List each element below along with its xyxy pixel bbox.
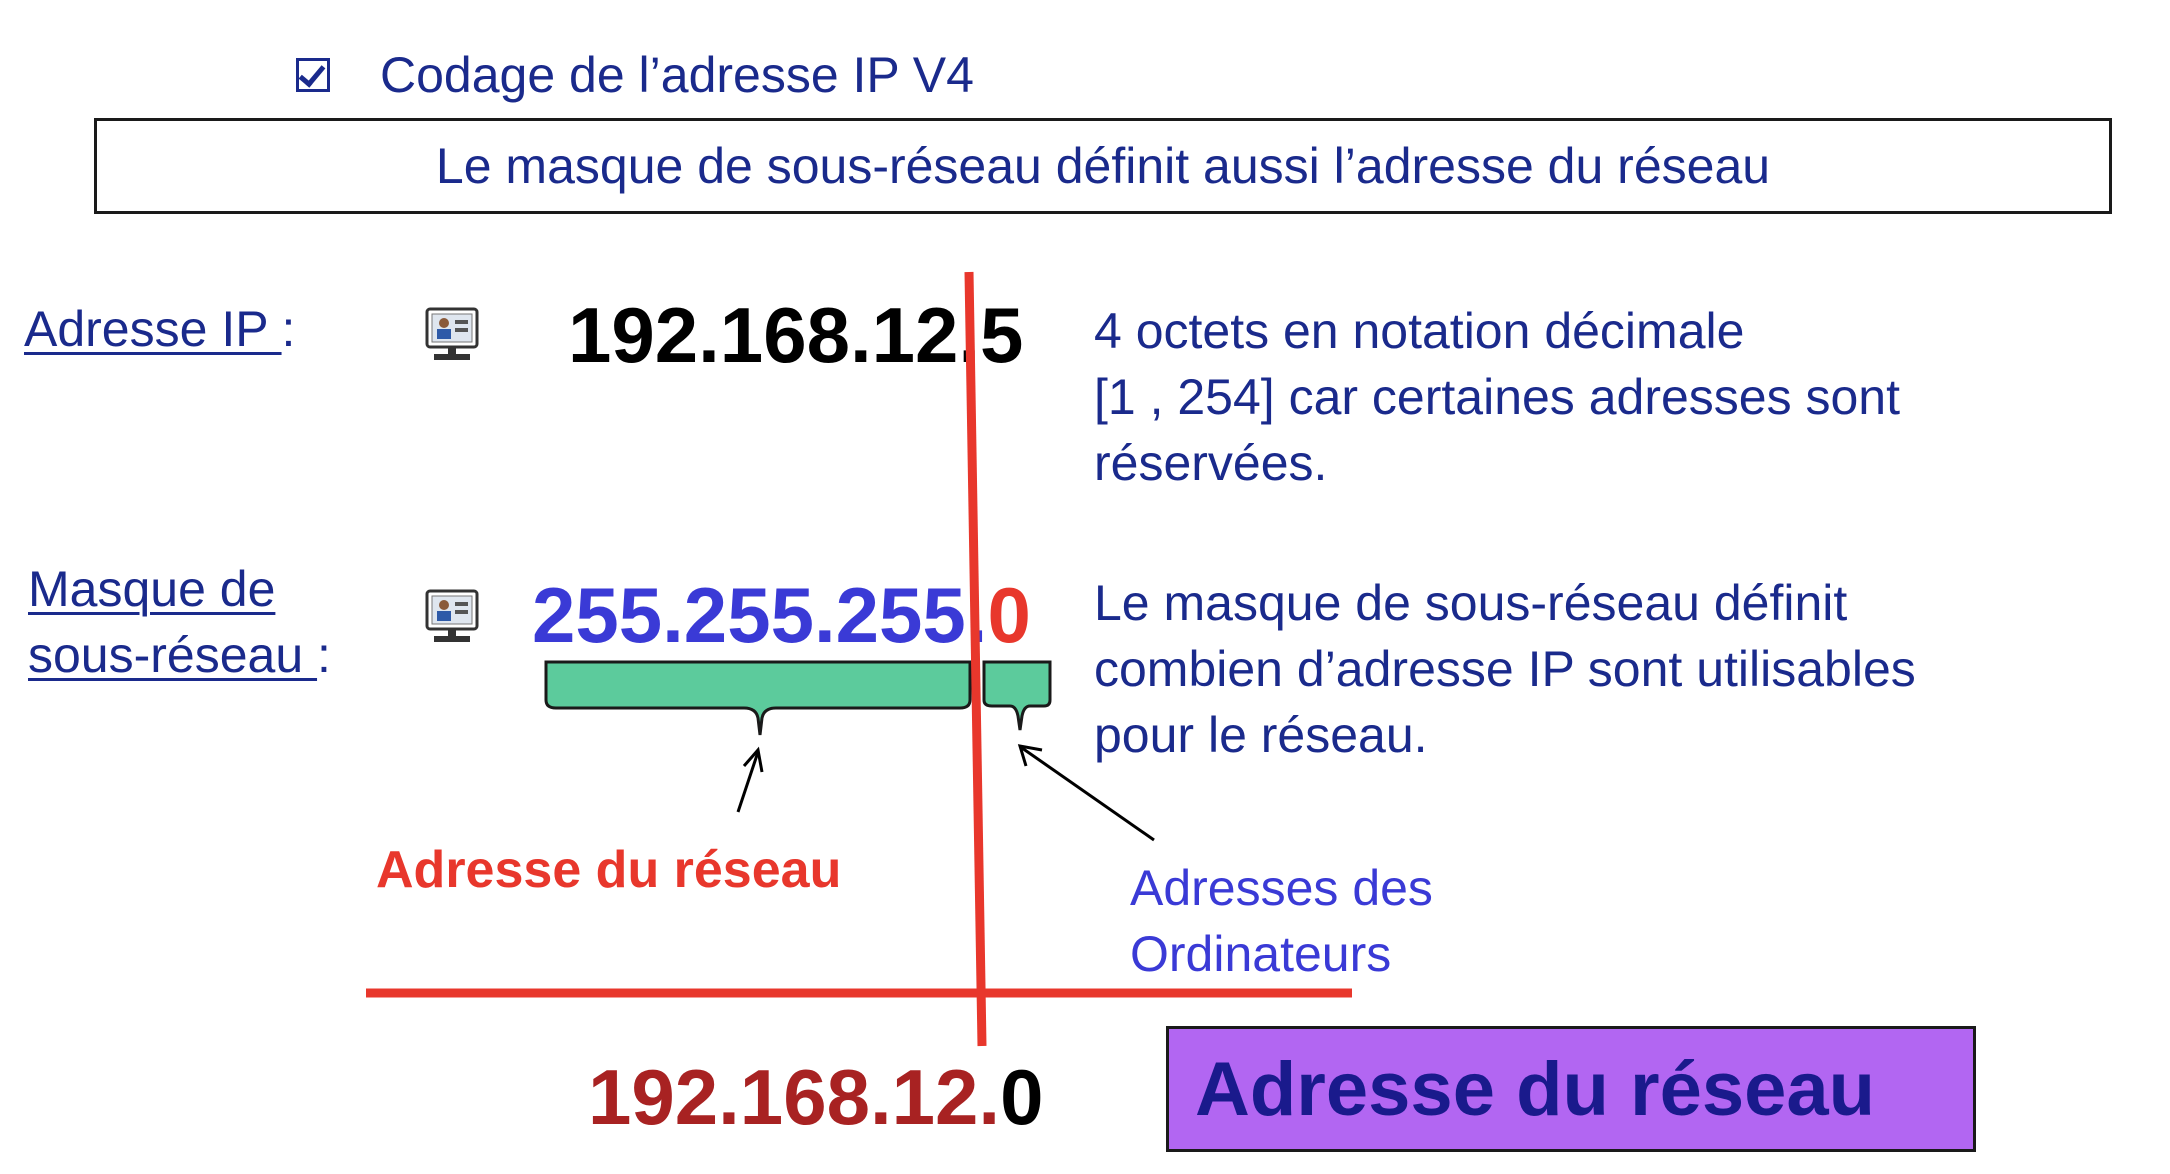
host-brace [982, 660, 1052, 731]
section-title: Codage de l’adresse IP V4 [380, 47, 974, 103]
mask-description: Le masque de sous-réseau définit combien… [1094, 575, 1916, 763]
computer-icon [425, 589, 479, 642]
red-vertical-divider [964, 271, 987, 1047]
ip-address-label-text: Adresse IP [24, 301, 282, 357]
banner: Le masque de sous-réseau définit aussi l… [94, 118, 2112, 214]
network-host-zero: 0 [1000, 1053, 1044, 1141]
hosts-arrow [1021, 746, 1155, 842]
ip-address-value: 192.168.12.5 [568, 291, 1024, 379]
computer-icon [425, 307, 479, 360]
network-address-value: 192.168.12.0 [588, 1052, 1043, 1143]
network-address-annotation: Adresse du réseau [376, 841, 842, 899]
mask-network-part: 255.255.255. [532, 571, 988, 659]
mask-host-part: 0 [987, 571, 1031, 659]
network-address-box-label: Adresse du réseau [1195, 1046, 1876, 1132]
network-brace [544, 660, 972, 736]
hosts-address-annotation: Adresses des Ordinateurs [1130, 860, 1433, 982]
ip-description: 4 octets en notation décimale [1 , 254] … [1094, 303, 1900, 491]
network-address-box: Adresse du réseau [1166, 1026, 1976, 1152]
network-prefix: 192.168.12. [588, 1053, 1001, 1141]
subnet-mask-label: Masque de sous-réseau : [28, 561, 331, 683]
hosts-arrow-head [1017, 744, 1043, 767]
network-arrow-head [742, 746, 764, 773]
subnet-mask-value: 255.255.255.0 [532, 570, 1031, 661]
checkbox-checked-icon [296, 58, 330, 92]
banner-text: Le masque de sous-réseau définit aussi l… [435, 138, 1771, 194]
ip-address-label: Adresse IP : [24, 301, 296, 357]
network-arrow [736, 751, 760, 813]
